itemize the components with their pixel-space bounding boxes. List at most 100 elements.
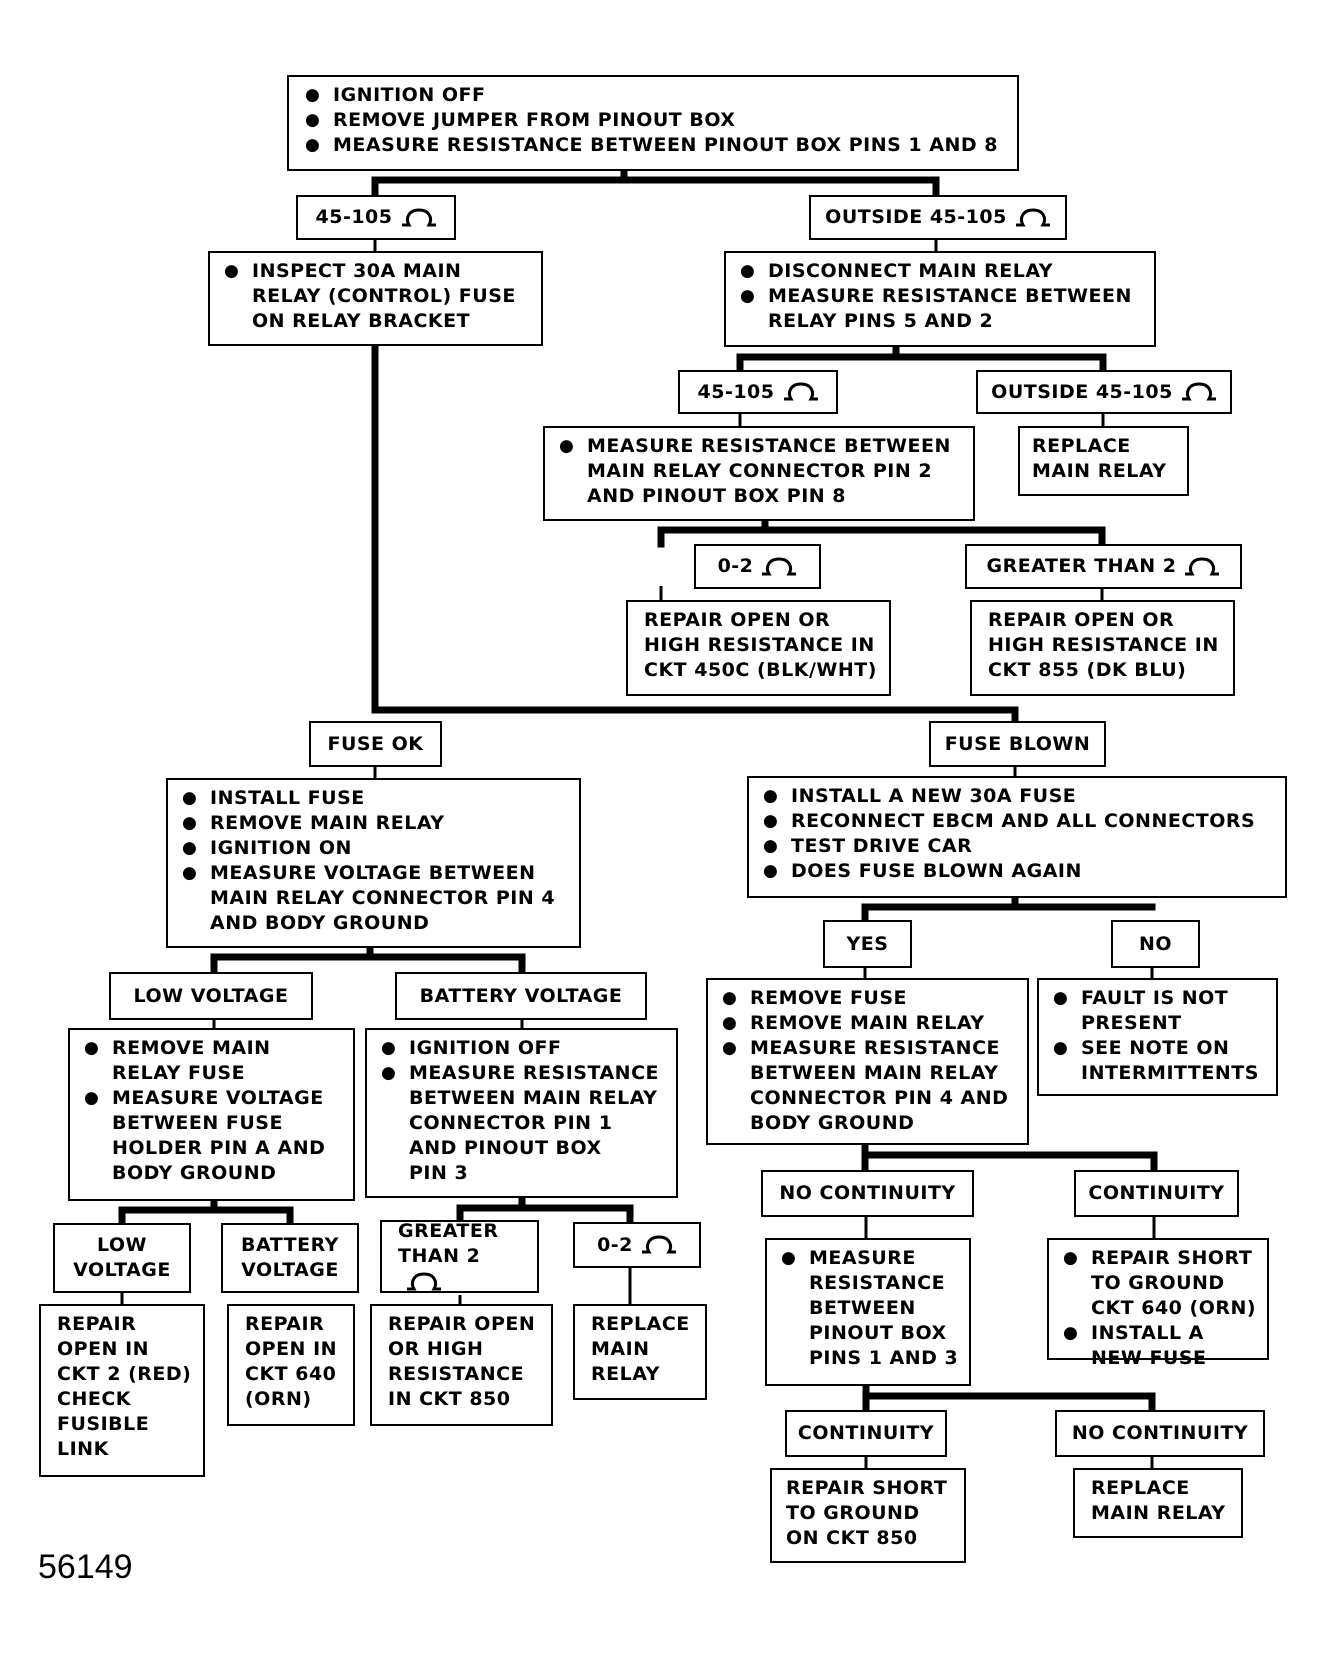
figure-number: 56149	[38, 1548, 133, 1586]
measure-resistance-item: MEASURE RESISTANCE BETWEEN MAIN RELAY CO…	[720, 1036, 1017, 1136]
result-outside-45-105-label: OUTSIDE 45-105	[809, 195, 1067, 240]
ignition-off-item: IGNITION OFF	[379, 1036, 666, 1061]
text-line: IN CKT 850	[388, 1388, 511, 1410]
text-line: SEE NOTE ON	[1081, 1037, 1230, 1059]
text-line: RELAY PINS 5 AND 2	[768, 310, 994, 332]
text-line: CONNECTOR PIN 1	[409, 1112, 613, 1134]
text-line: PRESENT	[1081, 1012, 1182, 1034]
result-value: GREATER THAN 2	[986, 555, 1177, 577]
text-line: AND BODY GROUND	[210, 912, 430, 934]
fuse-blown-label: FUSE BLOWN	[929, 721, 1106, 767]
no-continuity-label: NO CONTINUITY	[761, 1170, 974, 1217]
repair-ckt850-open-box: REPAIR OPEN OR HIGH RESISTANCE IN CKT 85…	[370, 1304, 553, 1426]
replace-main-relay-box: REPLACE MAIN RELAY	[1073, 1468, 1243, 1538]
text-line: REPAIR OPEN	[388, 1313, 536, 1335]
disconnect-relay-item: DISCONNECT MAIN RELAY	[738, 259, 1144, 284]
text-line: HOLDER PIN A AND	[112, 1137, 326, 1159]
text-line: HIGH RESISTANCE IN	[988, 634, 1219, 656]
remove-main-fuse-box: REMOVE MAIN RELAY FUSE MEASURE VOLTAGE B…	[68, 1028, 355, 1201]
new-fuse-item: RECONNECT EBCM AND ALL CONNECTORS	[761, 809, 1275, 834]
install-fuse-box: INSTALL FUSE REMOVE MAIN RELAY IGNITION …	[166, 778, 581, 948]
ohm-symbol-icon	[641, 1235, 676, 1254]
result-45-105-label: 45-105	[678, 370, 838, 414]
ohm-symbol-icon	[401, 207, 436, 226]
inspect-fuse-item: INSPECT 30A MAIN RELAY (CONTROL) FUSE ON…	[222, 259, 531, 334]
ignition-off-pin1-pin3-box: IGNITION OFF MEASURE RESISTANCE BETWEEN …	[365, 1028, 678, 1198]
remove-main-fuse-item: MEASURE VOLTAGE BETWEEN FUSE HOLDER PIN …	[82, 1086, 343, 1186]
text-line: RELAY	[591, 1363, 660, 1385]
text-line: BETWEEN	[809, 1297, 916, 1319]
ohm-symbol-icon	[407, 1271, 441, 1290]
repair-ckt2-box: REPAIR OPEN IN CKT 2 (RED) CHECK FUSIBLE…	[39, 1304, 205, 1477]
text-line: REPAIR OPEN OR	[644, 609, 831, 631]
text-line: CKT 450C (BLK/WHT)	[644, 659, 877, 681]
text-line: REPLACE	[1032, 435, 1131, 457]
inspect-fuse-box: INSPECT 30A MAIN RELAY (CONTROL) FUSE ON…	[208, 251, 543, 346]
result-value: 45-105	[315, 206, 393, 228]
ohm-symbol-icon	[783, 382, 818, 401]
text-line: MEASURE	[809, 1247, 916, 1269]
text-line: REPAIR OPEN OR	[988, 609, 1175, 631]
battery-voltage-label: BATTERY VOLTAGE	[395, 972, 647, 1020]
result-value: OUTSIDE 45-105	[825, 206, 1007, 228]
repair-ckt640-open-box: REPAIR OPEN IN CKT 640 (ORN)	[227, 1304, 355, 1426]
ohm-symbol-icon	[762, 556, 797, 575]
text-line: LOW	[96, 1234, 148, 1256]
text-line: ON RELAY BRACKET	[252, 310, 471, 332]
result-value: 45-105	[697, 380, 775, 403]
text-line: HIGH RESISTANCE IN	[644, 634, 875, 656]
install-fuse-item: IGNITION ON	[180, 836, 569, 861]
text-line: MEASURE RESISTANCE BETWEEN	[587, 435, 951, 457]
text-line: PINOUT BOX	[809, 1322, 947, 1344]
text-line: FUSIBLE	[57, 1413, 150, 1435]
continuity-label: CONTINUITY	[1074, 1170, 1239, 1217]
text-line: INTERMITTENTS	[1081, 1062, 1259, 1084]
measure-pins-item: MEASURE RESISTANCE BETWEEN PINOUT BOX PI…	[779, 1246, 959, 1371]
text-line: CKT 855 (DK BLU)	[988, 659, 1187, 681]
install-fuse-item: MEASURE VOLTAGE BETWEEN MAIN RELAY CONNE…	[180, 861, 569, 936]
measure-pins-1-3-box: MEASURE RESISTANCE BETWEEN PINOUT BOX PI…	[765, 1238, 971, 1386]
text-line: PIN 3	[409, 1162, 469, 1184]
result-0-2-label: 0-2	[573, 1222, 701, 1268]
text-line: MAIN RELAY	[1091, 1502, 1226, 1524]
text-line: MEASURE VOLTAGE BETWEEN	[210, 862, 536, 884]
result-greater-than-2-label: GREATER THAN 2	[965, 544, 1242, 589]
fuse-ok-label: FUSE OK	[309, 721, 442, 767]
install-fuse-item: REMOVE MAIN RELAY	[180, 811, 569, 836]
disconnect-relay-item: MEASURE RESISTANCE BETWEEN RELAY PINS 5 …	[738, 284, 1144, 334]
text-line: OPEN IN	[57, 1338, 150, 1360]
text-line: REPAIR	[245, 1313, 325, 1335]
repair-short-ckt640-box: REPAIR SHORT TO GROUND CKT 640 (ORN) INS…	[1047, 1238, 1269, 1369]
text-line: CHECK	[57, 1388, 131, 1410]
text-line: CONNECTOR PIN 4 AND	[750, 1087, 1009, 1109]
result-45-105-label: 45-105	[296, 195, 456, 240]
text-line: CKT 2 (RED)	[57, 1363, 192, 1385]
text-line: MAIN RELAY	[1032, 460, 1167, 482]
text-line: ON CKT 850	[786, 1527, 918, 1549]
text-line: REPAIR SHORT	[786, 1477, 948, 1499]
text-line: TO GROUND	[1091, 1272, 1225, 1294]
text-line: MEASURE VOLTAGE	[112, 1087, 324, 1109]
start-step-item: IGNITION OFF	[303, 83, 1007, 108]
text-line: AND PINOUT BOX	[409, 1137, 602, 1159]
text-line: REMOVE MAIN	[112, 1037, 271, 1059]
text-line: REPAIR	[57, 1313, 137, 1335]
result-value: 0-2	[597, 1233, 633, 1256]
text-line: MEASURE RESISTANCE BETWEEN	[768, 285, 1132, 307]
text-line: (ORN)	[245, 1388, 312, 1410]
install-fuse-item: INSTALL FUSE	[180, 786, 569, 811]
new-fuse-item: INSTALL A NEW 30A FUSE	[761, 784, 1275, 809]
remove-main-fuse-item: REMOVE MAIN RELAY FUSE	[82, 1036, 343, 1086]
ohm-symbol-icon	[1181, 382, 1216, 401]
result-value: OUTSIDE 45-105	[991, 380, 1173, 403]
install-new-fuse-item: INSTALL A NEW FUSE	[1061, 1321, 1257, 1371]
result-outside-45-105-label: OUTSIDE 45-105	[976, 370, 1232, 414]
low-voltage-result-label: LOW VOLTAGE	[53, 1223, 191, 1293]
text-line: MAIN RELAY CONNECTOR PIN 4	[210, 887, 556, 909]
text-line: INSTALL A	[1091, 1322, 1204, 1344]
text-line: OR HIGH	[388, 1338, 484, 1360]
measure-pin2-pin8-item: MEASURE RESISTANCE BETWEEN MAIN RELAY CO…	[557, 434, 963, 509]
result-value: 0-2	[717, 555, 754, 577]
text-line: CKT 640	[245, 1363, 337, 1385]
